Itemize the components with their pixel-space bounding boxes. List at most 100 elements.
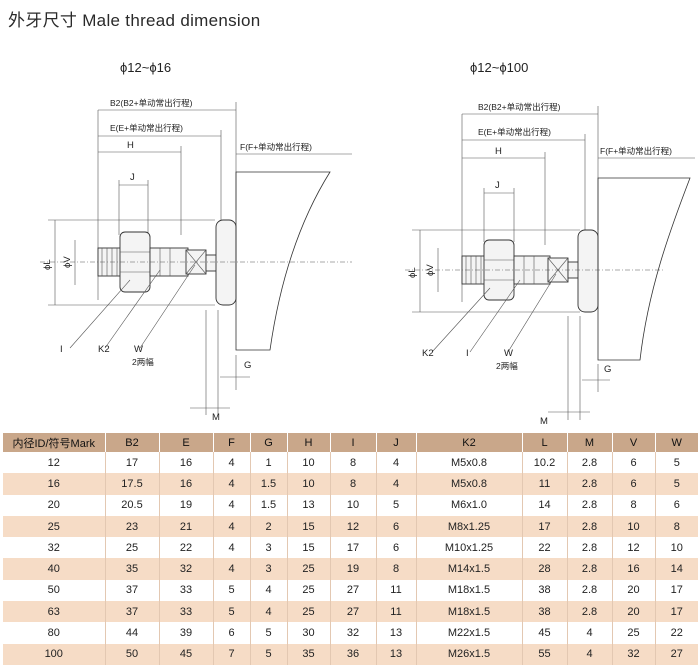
table-cell: 33 (159, 579, 214, 602)
table-cell: 10 (330, 494, 377, 516)
table-cell: 5 (250, 622, 288, 644)
table-cell: 17 (522, 515, 568, 538)
table-cell: 3 (250, 537, 288, 559)
range-label-left: ϕ12~ϕ16 (120, 60, 171, 75)
table-cell: 22 (522, 537, 568, 559)
dim-m-right: M (540, 416, 548, 427)
table-cell: 6 (376, 537, 417, 559)
table-row: 20 20.5 19 4 1.5 13 10 5 M6x1.0 14 2.8 8… (3, 494, 698, 516)
table-cell: 5 (213, 579, 251, 602)
table-cell: 8 (612, 494, 656, 516)
dim-l-right: ϕL (407, 267, 418, 278)
table-cell: 38 (522, 579, 568, 602)
table-cell: 4 (213, 452, 251, 474)
table-cell: 12 (3, 452, 106, 474)
table-cell: 14 (522, 494, 568, 516)
table-cell: 8 (376, 558, 417, 580)
table-cell: 50 (3, 579, 106, 602)
table-cell: 32 (612, 643, 656, 665)
table-cell: 30 (287, 622, 331, 644)
table-cell: 2.8 (567, 452, 613, 474)
table-cell: 39 (159, 622, 214, 644)
header-e: E (159, 433, 214, 452)
table-cell: 32 (330, 622, 377, 644)
dim-e-right: E(E+单动常出行程) (478, 127, 551, 137)
table-cell: 20.5 (105, 494, 160, 516)
table-cell: 32 (3, 537, 106, 559)
dim-w-note-right: 2两幅 (496, 361, 518, 371)
table-cell: 4 (376, 473, 417, 495)
table-cell: 8 (330, 473, 377, 495)
header-l: L (522, 433, 568, 452)
table-cell: 25 (287, 601, 331, 623)
table-cell: 2.8 (567, 601, 613, 623)
table-row: 50 37 33 5 4 25 27 11 M18x1.5 38 2.8 20 … (3, 579, 698, 602)
dim-l-left: ϕL (42, 259, 53, 270)
table-cell: 38 (522, 601, 568, 623)
table-cell: 37 (105, 579, 160, 602)
dim-i-left: I (60, 344, 63, 355)
table-cell: 63 (3, 601, 106, 623)
table-cell: 10 (287, 473, 331, 495)
dim-i-right: I (466, 348, 469, 359)
dim-w-left: W (134, 344, 143, 355)
table-cell: 22 (655, 622, 698, 644)
table-cell: 3 (250, 558, 288, 580)
table-cell: 33 (159, 601, 214, 623)
table-cell: 4 (213, 558, 251, 580)
dim-k2-left: K2 (98, 344, 110, 355)
header-mark: 内径ID/符号Mark (3, 433, 106, 452)
technical-drawings: ϕ12~ϕ16 B2(B2+单动常出行程) E(E+单动常出行程) H F(F+… (0, 30, 700, 430)
dim-b2-left: B2(B2+单动常出行程) (110, 98, 193, 108)
table-cell: 6 (376, 515, 417, 538)
table-row: 32 25 22 4 3 15 17 6 M10x1.25 22 2.8 12 … (3, 537, 698, 559)
header-f: F (213, 433, 251, 452)
dim-w-right: W (504, 348, 513, 359)
table-cell: 35 (105, 558, 160, 580)
table-cell: 20 (3, 494, 106, 516)
table-cell: 2.8 (567, 579, 613, 602)
table-cell: 36 (330, 643, 377, 665)
table-cell: 12 (330, 515, 377, 538)
table-cell: 5 (376, 494, 417, 516)
table-cell: 13 (287, 494, 331, 516)
table-cell: 80 (3, 622, 106, 644)
dim-k2-right: K2 (422, 348, 434, 359)
table-cell: M5x0.8 (416, 473, 523, 495)
table-cell: 2.8 (567, 494, 613, 516)
dim-m-left: M (212, 412, 220, 423)
header-b2: B2 (105, 433, 160, 452)
table-body: 12 17 16 4 1 10 8 4 M5x0.8 10.2 2.8 6 5 … (3, 452, 698, 665)
dimension-table: 内径ID/符号Mark B2 E F G H I J K2 L M V W 12… (3, 433, 698, 665)
table-cell: 15 (287, 515, 331, 538)
table-cell: 2.8 (567, 515, 613, 538)
header-h: H (287, 433, 331, 452)
table-cell: M10x1.25 (416, 537, 523, 559)
table-cell: 4 (213, 515, 251, 538)
table-cell: 100 (3, 643, 106, 665)
table-cell: 14 (655, 558, 698, 580)
table-cell: 17 (655, 601, 698, 623)
table-cell: 20 (612, 601, 656, 623)
table-cell: 25 (287, 558, 331, 580)
dim-e-left: E(E+单动常出行程) (110, 123, 183, 133)
table-cell: 15 (287, 537, 331, 559)
table-cell: 16 (612, 558, 656, 580)
table-cell: 17 (330, 537, 377, 559)
table-cell: 17 (105, 452, 160, 474)
table-cell: M18x1.5 (416, 579, 523, 602)
table-cell: 4 (213, 537, 251, 559)
dim-b2-right: B2(B2+单动常出行程) (478, 102, 561, 112)
table-cell: 4 (250, 601, 288, 623)
table-cell: 35 (287, 643, 331, 665)
table-cell: M14x1.5 (416, 558, 523, 580)
table-cell: 5 (250, 643, 288, 665)
table-cell: M6x1.0 (416, 494, 523, 516)
table-cell: 4 (376, 452, 417, 474)
header-row: 内径ID/符号Mark B2 E F G H I J K2 L M V W (3, 433, 698, 452)
table-cell: 10 (655, 537, 698, 559)
table-cell: 7 (213, 643, 251, 665)
table-cell: 44 (105, 622, 160, 644)
table-cell: 6 (655, 494, 698, 516)
drawing-left: ϕ12~ϕ16 B2(B2+单动常出行程) E(E+单动常出行程) H F(F+… (40, 60, 352, 423)
